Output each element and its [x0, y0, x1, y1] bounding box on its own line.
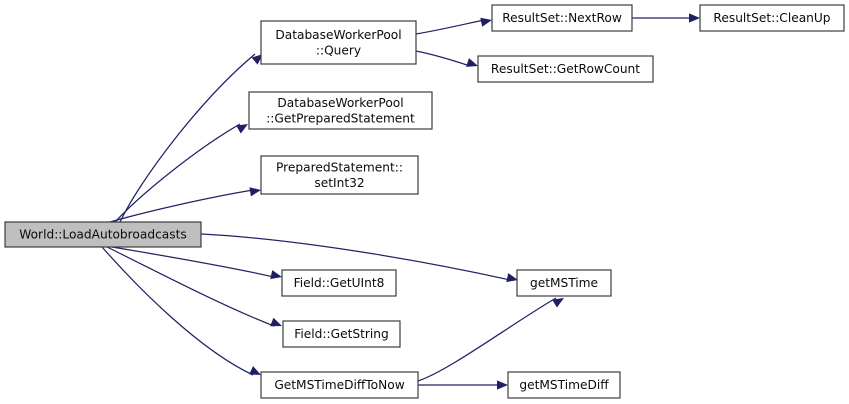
- arrowhead-icon: [270, 317, 282, 327]
- node-box[interactable]: [248, 91, 433, 130]
- node-box[interactable]: [260, 20, 417, 65]
- node-box[interactable]: [260, 371, 419, 399]
- edge-root-diff2now: [101, 246, 261, 376]
- node-getmstime[interactable]: getMSTime: [516, 269, 612, 297]
- edge-root-getprepared: [114, 123, 248, 223]
- node-diff2now[interactable]: GetMSTimeDiffToNow: [260, 371, 419, 399]
- node-getprepared[interactable]: DatabaseWorkerPool::GetPreparedStatement: [248, 91, 433, 130]
- node-label: ResultSet::NextRow: [502, 11, 622, 25]
- arrowhead-icon: [552, 298, 564, 308]
- edge-root-getuint8: [111, 246, 282, 280]
- edge-root-query: [119, 53, 263, 223]
- node-label: DatabaseWorkerPool::GetPreparedStatement: [266, 95, 415, 125]
- node-label: Field::GetUInt8: [294, 276, 385, 290]
- arrowhead-icon: [251, 54, 263, 65]
- node-box[interactable]: [491, 4, 633, 32]
- node-getuint8[interactable]: Field::GetUInt8: [281, 269, 397, 297]
- node-box[interactable]: [516, 269, 612, 297]
- edge-root-getstring: [106, 246, 282, 327]
- node-getmstimediff[interactable]: getMSTimeDiff: [507, 371, 621, 399]
- node-box[interactable]: [260, 155, 419, 195]
- edge-nextrow-cleanup: [632, 13, 700, 23]
- arrowhead-icon: [480, 17, 492, 27]
- node-nextrow[interactable]: ResultSet::NextRow: [491, 4, 633, 32]
- node-box[interactable]: [507, 371, 621, 399]
- node-box[interactable]: [699, 4, 845, 32]
- node-label: ResultSet::CleanUp: [713, 11, 830, 25]
- arrowhead-icon: [506, 273, 518, 283]
- arrowhead-icon: [249, 366, 261, 375]
- edge-root-getmstime: [200, 233, 518, 283]
- node-label: ResultSet::GetRowCount: [491, 62, 640, 76]
- node-label: World::LoadAutobroadcasts: [19, 227, 186, 241]
- node-label: GetMSTimeDiffToNow: [274, 378, 404, 392]
- arrowhead-icon: [236, 124, 248, 134]
- node-query[interactable]: DatabaseWorkerPool::Query: [260, 20, 417, 65]
- node-label: DatabaseWorkerPool::Query: [275, 27, 401, 57]
- edge-root-setint32: [109, 187, 261, 223]
- node-root[interactable]: World::LoadAutobroadcasts: [4, 221, 202, 248]
- node-box[interactable]: [477, 55, 654, 83]
- node-box[interactable]: [281, 269, 397, 297]
- edge-query-getrowcount: [415, 50, 478, 67]
- arrowhead-icon: [249, 187, 261, 197]
- node-label: getMSTime: [530, 276, 598, 290]
- node-label: getMSTimeDiff: [519, 378, 609, 392]
- arrowhead-icon: [466, 58, 478, 67]
- node-cleanup[interactable]: ResultSet::CleanUp: [699, 4, 845, 32]
- arrowhead-icon: [689, 13, 700, 23]
- node-label: Field::GetString: [294, 327, 388, 341]
- edge-diff2now-getmstimediff: [418, 380, 508, 390]
- node-box[interactable]: [282, 320, 401, 348]
- edges-layer: [101, 13, 700, 390]
- node-getrowcount[interactable]: ResultSet::GetRowCount: [477, 55, 654, 83]
- node-getstring[interactable]: Field::GetString: [282, 320, 401, 348]
- arrowhead-icon: [497, 380, 508, 390]
- node-label: PreparedStatement::setInt32: [276, 160, 403, 190]
- node-setint32[interactable]: PreparedStatement::setInt32: [260, 155, 419, 195]
- edge-diff2now-getmstime: [417, 297, 564, 382]
- arrowhead-icon: [270, 270, 282, 280]
- node-box[interactable]: [4, 221, 202, 248]
- edge-query-nextrow: [415, 17, 492, 35]
- nodes-layer: World::LoadAutobroadcasts DatabaseWorkerP…: [4, 4, 845, 399]
